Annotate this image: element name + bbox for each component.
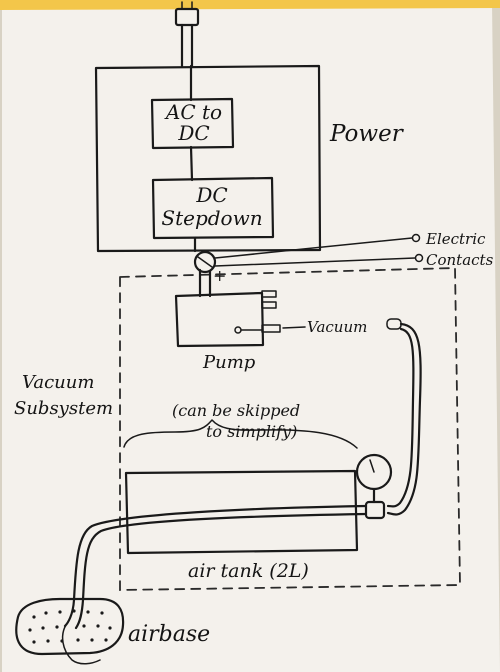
vacuum-subsystem-label-line1: Vacuum [22,372,94,393]
vacuum-subsystem-label-line2: Subsystem [14,398,113,419]
ac-to-dc-label-line2: DC [177,121,209,145]
pump-label: Pump [202,352,256,373]
can-be-skipped-line2: to simplify) [206,422,297,441]
power-label: Power [329,121,405,147]
dc-stepdown-label-line1: DC [195,183,227,207]
vacuum-label: Vacuum [307,318,367,336]
electric-contacts-label-line2: Contacts [426,251,494,269]
dc-stepdown-label-line2: Stepdown [161,206,262,230]
can-be-skipped-line1: (can be skipped [172,401,300,420]
electric-contacts-label-line1: Electric [425,230,486,248]
airbase-label: airbase [128,622,210,647]
plus-sign: + [213,266,226,285]
air-tank-label: air tank (2L) [188,560,309,582]
